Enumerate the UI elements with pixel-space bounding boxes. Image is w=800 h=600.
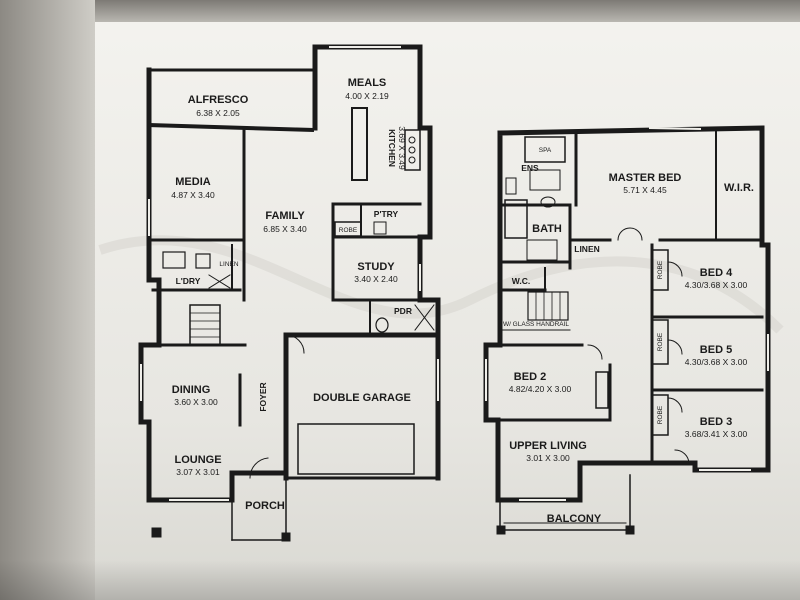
upper-living-label: UPPER LIVING: [509, 440, 587, 452]
bed5-dims: 4.30/3.68 X 3.00: [685, 357, 748, 367]
balcony-label: BALCONY: [547, 513, 602, 525]
kitchen-island: [351, 107, 368, 181]
meals-label: MEALS: [348, 77, 387, 89]
garage-door: [297, 423, 415, 475]
dining-dims: 3.60 X 3.00: [174, 397, 218, 407]
robe-bed4: [651, 249, 669, 291]
entry-door-swing: [249, 457, 269, 479]
watermark-swirl: [98, 235, 784, 334]
lounge-dims: 3.07 X 3.01: [176, 467, 220, 477]
bath-shower: [526, 239, 558, 261]
pantry-label: P'TRY: [374, 209, 399, 219]
robe-bed5: [651, 319, 669, 365]
kitchen-dims: 3.69 X 3.49: [397, 126, 407, 170]
study-dims: 3.40 X 2.40: [354, 274, 398, 284]
pantry-sink: [373, 221, 387, 235]
family-label: FAMILY: [265, 210, 305, 222]
cooktop: [404, 129, 421, 171]
washer-icon: [195, 253, 211, 269]
kitchen-label: KITCHEN: [387, 129, 397, 167]
bed4-label: BED 4: [700, 267, 733, 279]
wall-family-top: [146, 122, 315, 133]
bed4-door: [667, 261, 683, 277]
spa-label: SPA: [539, 147, 552, 154]
garage-label: DOUBLE GARAGE: [313, 392, 411, 404]
bed3-entry-door: [674, 449, 690, 464]
bed2-label: BED 2: [514, 371, 546, 383]
basin-icon: [540, 196, 556, 208]
spa-tub: [524, 136, 566, 163]
pdr-label: PDR: [394, 306, 412, 316]
media-label: MEDIA: [175, 176, 211, 188]
ens-shower: [529, 169, 561, 191]
burner-icon: [408, 136, 416, 144]
alfresco-label: ALFRESCO: [188, 94, 249, 106]
pdr-cross-2: [414, 304, 435, 331]
toilet-icon: [375, 317, 389, 333]
bed2-dims: 4.82/4.20 X 3.00: [509, 384, 572, 394]
meals-dims: 4.00 X 2.19: [345, 91, 389, 101]
bed2-robe: [595, 371, 609, 409]
bath-tub: [504, 199, 528, 239]
bath-label: BATH: [532, 223, 562, 235]
porch-post: [281, 532, 291, 542]
stair-first: [527, 291, 569, 321]
ens-toilet: [505, 177, 517, 195]
master-double-door: [617, 227, 643, 241]
bed5-door: [667, 339, 683, 355]
window: [648, 126, 702, 131]
balcony-post: [625, 525, 635, 535]
porch-label: PORCH: [245, 500, 285, 512]
ground-floor-labels: MEALS 4.00 X 2.19 ALFRESCO 6.38 X 2.05 K…: [171, 77, 412, 512]
upper-living-dims: 3.01 X 3.00: [526, 453, 570, 463]
balcony-post: [496, 525, 506, 535]
wc-label: W.C.: [512, 276, 530, 286]
stair-ground: [189, 304, 221, 346]
page-top-shadow: [80, 0, 800, 22]
robe-bed4-label: ROBE: [657, 260, 664, 279]
stair-note: W/ GLASS HANDRAIL: [503, 321, 569, 328]
foyer-label: FOYER: [258, 382, 268, 411]
master-bed-dims: 5.71 X 4.45: [623, 185, 667, 195]
first-linen-label: LINEN: [574, 244, 600, 254]
master-bed-label: MASTER BED: [609, 172, 682, 184]
robe-bed3-label: ROBE: [657, 405, 664, 424]
bed3-label: BED 3: [700, 416, 732, 428]
ensuite-label: ENS: [521, 163, 539, 173]
wir-label: W.I.R.: [724, 182, 754, 194]
door-swing: [285, 334, 305, 354]
marker-square: [151, 527, 162, 538]
first-floor-labels: SPA ENS MASTER BED 5.71 X 4.45 W.I.R. BA…: [503, 147, 754, 525]
bed2-door: [587, 344, 603, 360]
ground-floor-plan: [138, 44, 441, 542]
robe-bed5-label: ROBE: [657, 332, 664, 351]
laundry-cross-2: [208, 274, 231, 289]
bed4-dims: 4.30/3.68 X 3.00: [685, 280, 748, 290]
page-bottom-shadow: [0, 560, 800, 600]
laundry-label: L'DRY: [176, 276, 201, 286]
media-dims: 4.87 X 3.40: [171, 190, 215, 200]
bed5-label: BED 5: [700, 344, 732, 356]
first-floor-plan: [483, 125, 771, 535]
laundry-tub: [162, 251, 186, 269]
dining-label: DINING: [172, 384, 211, 396]
family-dims: 6.85 X 3.40: [263, 224, 307, 234]
lounge-label: LOUNGE: [174, 454, 221, 466]
study-label: STUDY: [357, 261, 395, 273]
bed3-dims: 3.68/3.41 X 3.00: [685, 429, 748, 439]
burner-icon: [408, 156, 416, 164]
bed3-door: [667, 397, 683, 413]
wall-west: [138, 67, 289, 503]
laundry-linen-label: LINEN: [219, 261, 238, 268]
page-left-shadow: [0, 0, 95, 600]
alfresco-dims: 6.38 X 2.05: [196, 108, 240, 118]
burner-icon: [408, 146, 416, 154]
robe-bed3: [651, 394, 669, 436]
balcony-rail: [499, 474, 631, 531]
robe-label: ROBE: [339, 227, 358, 234]
